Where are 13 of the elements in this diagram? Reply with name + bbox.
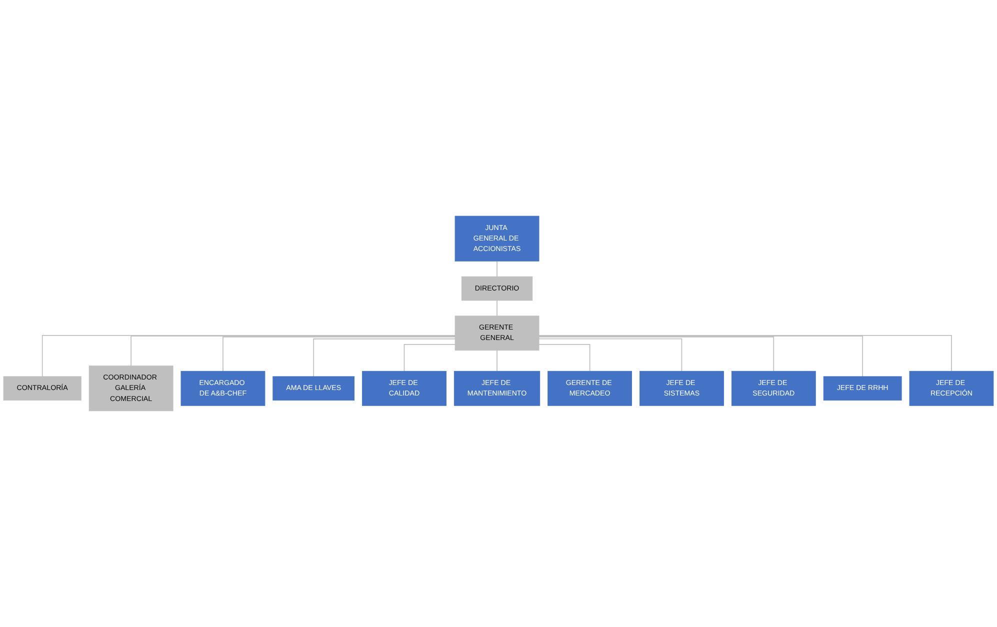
connector — [538, 338, 682, 372]
connector — [538, 344, 590, 372]
connector — [538, 336, 774, 372]
connector — [222, 336, 456, 372]
connector — [496, 350, 498, 372]
connector — [130, 336, 456, 366]
connector — [42, 335, 456, 377]
connector — [404, 344, 456, 372]
connector — [496, 260, 498, 278]
connector — [538, 335, 952, 372]
connector — [538, 336, 863, 377]
connector — [496, 300, 498, 316]
connector — [313, 338, 456, 377]
